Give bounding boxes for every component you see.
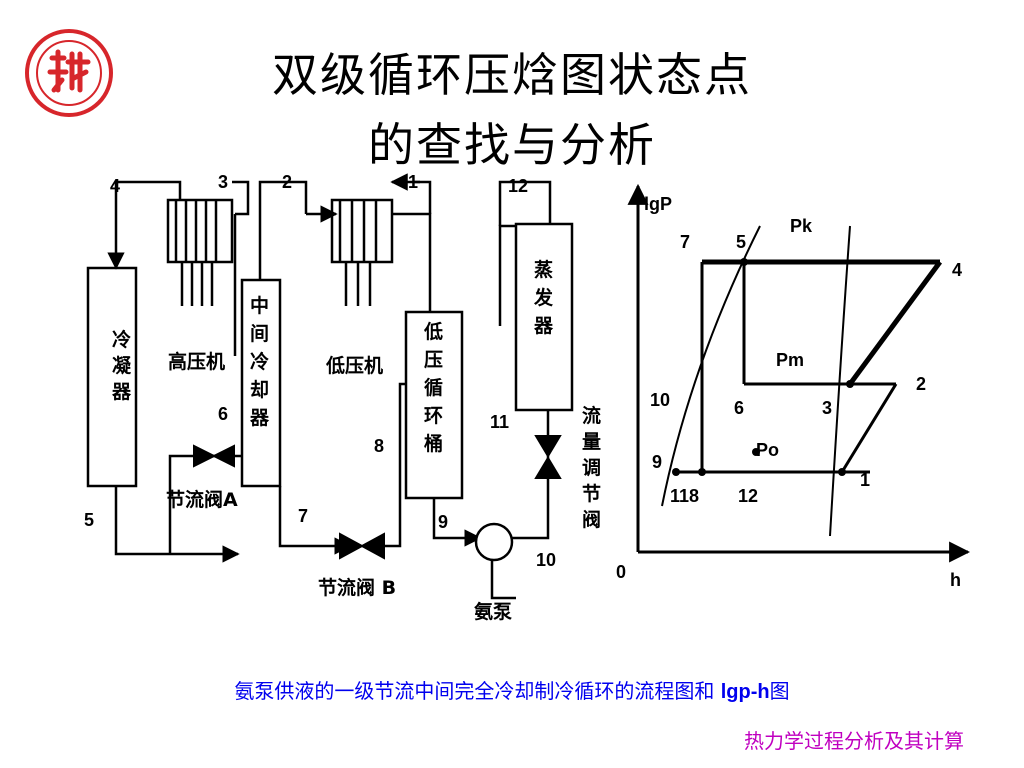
flow-point-4: 4 <box>110 176 120 196</box>
chart-point-10: 10 <box>650 390 670 410</box>
drum-label-1: 低 <box>423 320 443 343</box>
valve-b-icon <box>339 532 385 560</box>
evaporator-label-1: 蒸 <box>534 258 553 281</box>
flow-point-11: 11 <box>490 412 509 432</box>
flow-point-5: 5 <box>84 510 94 530</box>
evaporator-label-2: 发 <box>533 286 554 309</box>
caption-tail: 图 <box>769 679 790 703</box>
pump-icon <box>474 522 514 562</box>
intercooler-label-3: 冷 <box>250 350 269 373</box>
caption-text: 氨泵供液的一级节流中间完全冷却制冷循环的流程图和 <box>234 679 721 703</box>
chart-point-12: 12 <box>738 486 758 506</box>
saturated-vapor-line <box>829 225 851 537</box>
flow-point-8: 8 <box>374 436 384 456</box>
origin-label: 0 <box>616 562 626 582</box>
drum-label-5: 桶 <box>424 432 443 455</box>
low-compressor-box <box>330 198 394 264</box>
flow-valve-label-2: 量 <box>582 431 601 453</box>
flow-point-1: 1 <box>408 172 418 192</box>
pump-label: 氨泵 <box>474 600 512 623</box>
chart-point-6: 6 <box>734 398 744 418</box>
flow-point-3: 3 <box>218 172 228 192</box>
drum-label-3: 循 <box>424 376 443 399</box>
chart-point-2: 2 <box>916 374 926 394</box>
flow-point-6: 6 <box>218 404 228 424</box>
lgp-axis-label: lgP <box>644 194 672 214</box>
flow-point-12: 12 <box>508 176 528 196</box>
flow-valve-icon <box>534 435 562 479</box>
low-compressor-label: 低压机 <box>325 354 383 377</box>
high-compressor-label: 高压机 <box>168 350 225 373</box>
evaporator-label-3: 器 <box>533 315 554 337</box>
valve-b-label: 节流阀 B <box>318 576 396 599</box>
chart-point-3: 3 <box>822 398 832 418</box>
slide-title-line2: 的查找与分析 <box>368 122 656 166</box>
pm-label: Pm <box>776 350 804 370</box>
evaporator-box <box>514 222 574 412</box>
flow-point-9: 9 <box>438 512 448 532</box>
intercooler-label-4: 却 <box>250 379 269 401</box>
diagram-caption: 氨泵供液的一级节流中间完全冷却制冷循环的流程图和 lgp-h图 <box>0 675 1024 704</box>
caption-bold: lgp-h <box>720 681 770 703</box>
flow-valve-label-5: 阀 <box>582 508 601 531</box>
valve-a-label: 节流阀A <box>166 488 238 511</box>
diagram-svg: 冷 凝 器 高压机 中 间 冷 却 器 低压机 低 压 循 环 桶 蒸 发 器 … <box>84 172 971 623</box>
drum-label-4: 环 <box>424 405 443 427</box>
po-label: Po <box>756 440 779 460</box>
chart-point-1: 1 <box>860 470 870 490</box>
h-axis-label: h <box>950 570 961 590</box>
chart-point-5: 5 <box>736 232 746 252</box>
slide-title-line1: 双级循环压焓图状态点 <box>272 48 752 102</box>
flow-valve-label-4: 节 <box>582 483 601 505</box>
condenser-label-1: 冷 <box>112 328 131 351</box>
compression-high-line <box>847 260 943 386</box>
refrigeration-diagram: 冷 凝 器 高压机 中 间 冷 却 器 低压机 低 压 循 环 桶 蒸 发 器 … <box>70 166 980 636</box>
intercooler-label-2: 间 <box>250 323 269 345</box>
flow-point-10: 10 <box>536 550 556 570</box>
condenser-label-3: 器 <box>111 381 132 403</box>
footer-course-title: 热力学过程分析及其计算 <box>744 729 964 753</box>
condenser-box <box>86 266 138 488</box>
high-compressor-box <box>166 198 234 264</box>
university-seal-icon <box>25 29 113 117</box>
flow-valve-label-3: 调 <box>582 457 601 479</box>
chart-point-9: 9 <box>652 452 662 472</box>
chart-point-4: 4 <box>952 260 962 280</box>
flow-point-2: 2 <box>282 172 292 192</box>
chart-point-118: 118 <box>670 486 699 506</box>
flow-valve-label-1: 流 <box>582 404 601 427</box>
flow-point-7: 7 <box>298 506 308 526</box>
drum-label-2: 压 <box>424 349 443 371</box>
intercooler-label-1: 中 <box>250 294 269 317</box>
university-logo <box>24 28 114 118</box>
valve-a-icon <box>193 444 235 468</box>
intercooler-label-5: 器 <box>249 407 270 429</box>
pk-label: Pk <box>790 216 813 236</box>
chart-point-7: 7 <box>680 232 690 252</box>
condenser-label-2: 凝 <box>112 354 132 377</box>
